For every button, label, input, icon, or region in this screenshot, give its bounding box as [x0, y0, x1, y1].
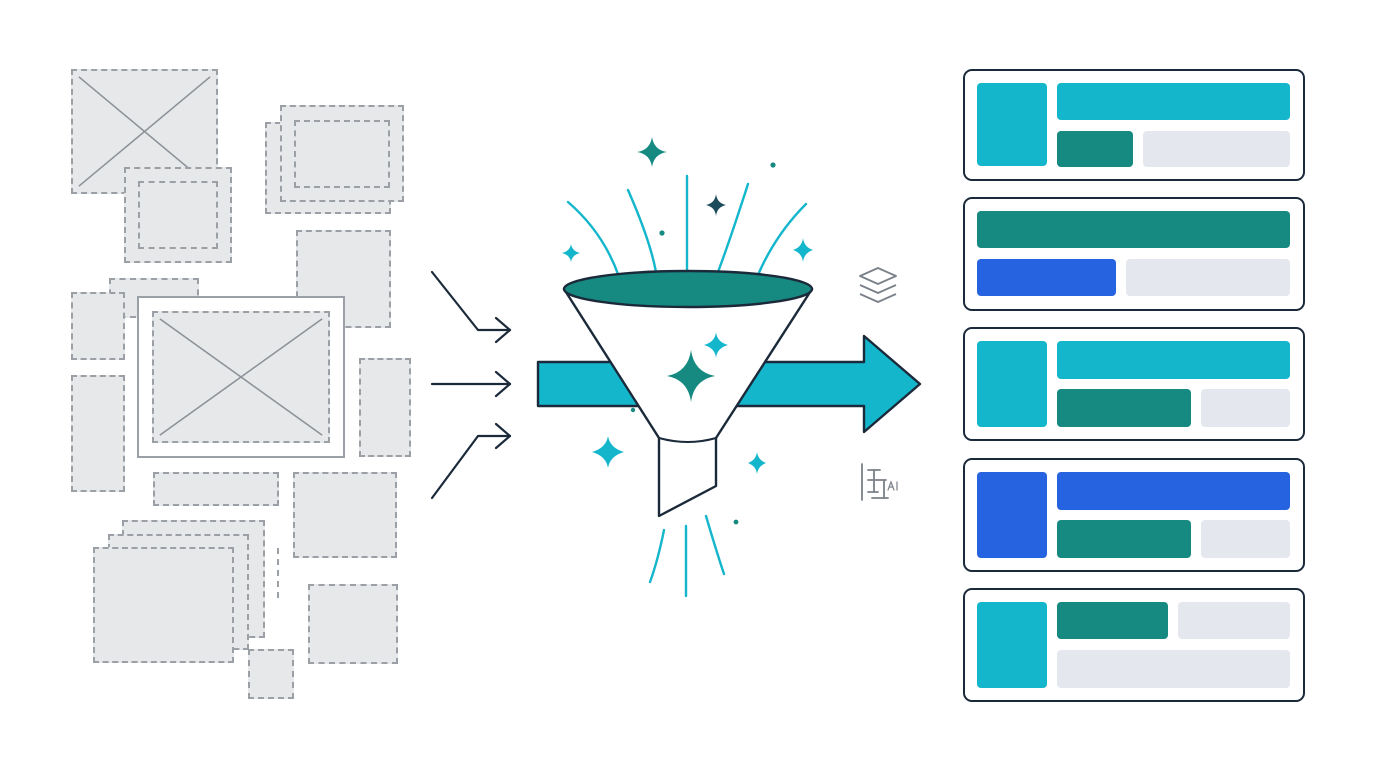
- placeholder-block: [93, 547, 234, 663]
- sparkle-icon: [562, 238, 813, 474]
- output-card: [963, 197, 1305, 311]
- image-placeholder: [152, 311, 330, 443]
- light-pill: [1201, 520, 1290, 558]
- light-pill: [1201, 389, 1290, 427]
- light-pill: [1143, 131, 1290, 167]
- layers-icon: [859, 267, 897, 303]
- output-card: [963, 69, 1305, 181]
- ai-align-icon: [861, 463, 898, 501]
- light-bar: [1057, 650, 1290, 688]
- placeholder-block: [359, 358, 411, 457]
- blue-pill: [977, 259, 1116, 296]
- placeholder-block: [308, 584, 398, 664]
- teal-pill: [1057, 131, 1133, 167]
- light-pill: [1178, 602, 1290, 639]
- cyan-tile: [977, 83, 1047, 166]
- teal-bar: [977, 211, 1290, 248]
- placeholder-block: [71, 375, 125, 492]
- blue-tile: [977, 472, 1047, 558]
- arrow-right-icon: [430, 422, 512, 500]
- teal-pill: [1057, 389, 1191, 427]
- output-card: [963, 458, 1305, 572]
- sparkle-icon: [637, 137, 715, 402]
- drip-lines: [648, 514, 726, 598]
- cyan-bar: [1057, 83, 1290, 120]
- placeholder-block: [71, 292, 125, 360]
- sparkle-icon: [706, 194, 726, 216]
- cyan-tile: [977, 341, 1047, 427]
- light-pill: [1126, 259, 1290, 296]
- placeholder-block: [153, 472, 279, 506]
- placeholder-block: [138, 181, 218, 249]
- placeholder-block: [293, 472, 397, 558]
- cyan-tile: [977, 602, 1047, 688]
- output-card: [963, 327, 1305, 441]
- cyan-bar: [1057, 341, 1290, 379]
- funnel-icon: [562, 269, 814, 518]
- output-card: [963, 588, 1305, 702]
- placeholder-block: [294, 120, 390, 188]
- sparkle-dot: [630, 162, 776, 525]
- arrow-right-icon: [430, 270, 512, 344]
- teal-pill: [1057, 602, 1168, 639]
- placeholder-block: [248, 649, 294, 699]
- teal-pill: [1057, 520, 1191, 558]
- arrow-right-icon: [430, 370, 512, 398]
- blue-bar: [1057, 472, 1290, 510]
